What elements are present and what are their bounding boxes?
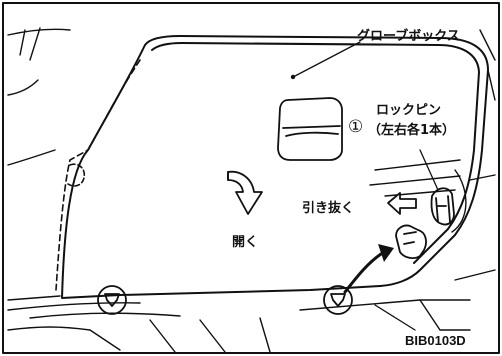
- figure-code: BIB0103D: [405, 333, 466, 348]
- lock-pin-note: （左右各1本）: [368, 122, 455, 138]
- open-label: 開く: [232, 235, 258, 250]
- release-arrow-icon: [343, 244, 394, 294]
- glovebox-label: グローブボックス: [357, 28, 460, 44]
- clip-detail-right: [395, 224, 427, 259]
- pull-out-label: 引き抜く: [302, 200, 354, 216]
- lock-pin: [430, 187, 455, 226]
- glovebox-lid: [61, 35, 489, 299]
- glovebox-open-outline: [55, 59, 141, 291]
- step-marker: ①: [348, 117, 363, 137]
- lock-pin-leader-line: [419, 149, 439, 191]
- clip-circle-left: [97, 285, 127, 315]
- glovebox-leader-line: [294, 41, 361, 77]
- hinge-hook-shape: [67, 163, 86, 187]
- pull-out-arrow-icon: [387, 192, 417, 215]
- figure-code-leader-line: [374, 304, 416, 331]
- clip-circle-right: [323, 285, 353, 315]
- open-arrow-icon: [227, 170, 263, 215]
- lid-handle: [277, 97, 343, 161]
- dashboard-structure: [7, 27, 496, 353]
- lock-pin-label: ロックピン: [376, 103, 441, 118]
- lid-dot-marker: [290, 74, 296, 80]
